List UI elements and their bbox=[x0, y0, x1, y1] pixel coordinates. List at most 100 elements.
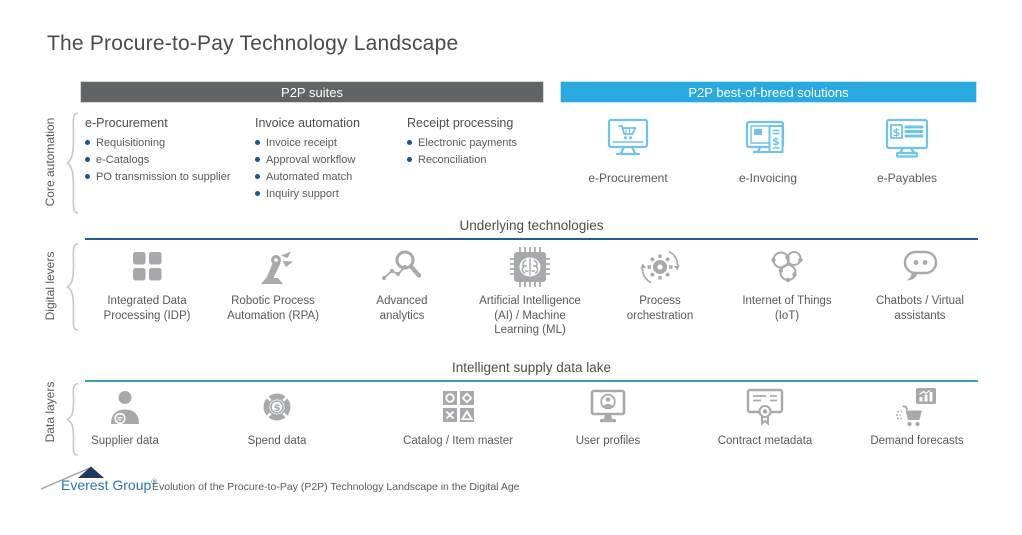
bullet-dot-icon bbox=[85, 174, 90, 179]
bullet-label: Inquiry support bbox=[266, 188, 339, 200]
certificate-icon bbox=[695, 386, 835, 428]
donut-dollar-icon: $ bbox=[207, 386, 347, 428]
brace-digital-levers-icon bbox=[66, 243, 79, 331]
data-item-user-profiles: User profiles bbox=[538, 386, 678, 449]
brand-text: Everest Group bbox=[61, 477, 152, 493]
data-item-label: Demand forecasts bbox=[870, 435, 964, 447]
svg-text:$: $ bbox=[772, 135, 780, 148]
underlying-technologies-heading: Underlying technologies bbox=[459, 218, 604, 233]
suite-column-receipt-processing: Receipt processing Electronic payments R… bbox=[407, 116, 542, 171]
technologies-rule bbox=[85, 238, 978, 240]
suite-column-invoice-automation: Invoice automation Invoice receipt Appro… bbox=[255, 116, 405, 205]
brand-name: Everest Group® bbox=[61, 477, 157, 493]
data-lake-heading: Intelligent supply data lake bbox=[451, 360, 612, 375]
tech-item-idp: Integrated Data Processing (IDP) bbox=[83, 246, 211, 323]
bullet-label: PO transmission to supplier bbox=[96, 171, 231, 183]
bob-item-label: e-Payables bbox=[876, 171, 938, 185]
robot-arm-icon bbox=[209, 246, 337, 288]
monitor-payment-icon: $ bbox=[847, 114, 967, 164]
tech-item-label: Chatbots / Virtual assistants bbox=[875, 295, 964, 322]
side-label-digital-levers: Digital levers bbox=[43, 251, 57, 321]
bullet-item: Inquiry support bbox=[255, 188, 405, 200]
bullet-dot-icon bbox=[85, 157, 90, 162]
svg-text:$: $ bbox=[893, 126, 901, 139]
bob-item-einvoicing: $ e-Invoicing bbox=[708, 114, 828, 185]
symbol-grid-icon bbox=[388, 386, 528, 428]
bullet-dot-icon bbox=[255, 191, 260, 196]
bullet-label: Reconciliation bbox=[418, 154, 487, 166]
data-lake-rule bbox=[85, 380, 978, 382]
data-item-supplier-data: Supplier data bbox=[55, 386, 195, 449]
bullet-item: Invoice receipt bbox=[255, 137, 405, 149]
bullet-label: Requisitioning bbox=[96, 137, 166, 149]
monitor-invoice-icon: $ bbox=[708, 114, 828, 164]
monitor-user-icon bbox=[538, 386, 678, 428]
tech-item-process-orchestration: Process orchestration bbox=[596, 246, 724, 323]
tech-item-label: Process orchestration bbox=[626, 295, 694, 322]
data-item-label: Spend data bbox=[247, 435, 307, 447]
column-heading: e-Procurement bbox=[85, 116, 168, 130]
chip-brain-icon bbox=[466, 246, 594, 288]
column-heading: Receipt processing bbox=[407, 116, 514, 130]
bullet-label: Electronic payments bbox=[418, 137, 518, 149]
tech-item-label: Artificial Intelligence (AI) / Machine L… bbox=[479, 295, 581, 337]
data-item-label: Contract metadata bbox=[717, 435, 813, 447]
cart-forecast-icon bbox=[847, 386, 987, 428]
tech-item-chatbots: Chatbots / Virtual assistants bbox=[856, 246, 984, 323]
bullet-label: e-Catalogs bbox=[96, 154, 150, 166]
footer-caption: Evolution of the Procure-to-Pay (P2P) Te… bbox=[152, 481, 520, 493]
bullet-item: Reconciliation bbox=[407, 154, 542, 166]
bob-item-label: e-Invoicing bbox=[738, 171, 798, 185]
data-item-label: Supplier data bbox=[91, 435, 159, 447]
bullet-item: Approval workflow bbox=[255, 154, 405, 166]
bullet-dot-icon bbox=[407, 140, 412, 145]
bullet-label: Approval workflow bbox=[266, 154, 356, 166]
tech-item-ai-ml: Artificial Intelligence (AI) / Machine L… bbox=[466, 246, 594, 338]
bullet-dot-icon bbox=[407, 157, 412, 162]
bullet-item: Automated match bbox=[255, 171, 405, 183]
tech-item-advanced-analytics: Advanced analytics bbox=[338, 246, 466, 323]
column-heading: Invoice automation bbox=[255, 116, 360, 130]
bullet-dot-icon bbox=[85, 140, 90, 145]
data-item-spend-data: $ Spend data bbox=[207, 386, 347, 449]
grid-squares-icon bbox=[83, 246, 211, 288]
brace-data-layers-icon bbox=[66, 383, 79, 456]
p2p-suites-header-bar: P2P suites bbox=[80, 81, 544, 103]
bob-item-label: e-Procurement bbox=[588, 171, 668, 185]
bullet-item: PO transmission to supplier bbox=[85, 171, 250, 183]
page-title: The Procure-to-Pay Technology Landscape bbox=[47, 32, 459, 55]
bullet-dot-icon bbox=[255, 140, 260, 145]
bullet-dot-icon bbox=[255, 157, 260, 162]
tech-item-label: Robotic Process Automation (RPA) bbox=[227, 295, 319, 322]
data-item-label: User profiles bbox=[575, 435, 641, 447]
tech-item-label: Advanced analytics bbox=[376, 295, 428, 322]
side-label-core-automation: Core automation bbox=[43, 117, 57, 207]
chatbot-icon bbox=[856, 246, 984, 288]
bullet-label: Automated match bbox=[266, 171, 353, 183]
suite-column-eprocurement: e-Procurement Requisitioning e-Catalogs … bbox=[85, 116, 250, 188]
tech-item-iot: Internet of Things (IoT) bbox=[723, 246, 851, 323]
everest-group-logo-icon bbox=[40, 466, 104, 490]
magnifier-chart-icon bbox=[338, 246, 466, 288]
p2p-best-of-breed-header-bar: P2P best-of-breed solutions bbox=[560, 81, 977, 103]
data-item-label: Catalog / Item master bbox=[403, 435, 513, 447]
data-item-contract-metadata: Contract metadata bbox=[695, 386, 835, 449]
bullet-dot-icon bbox=[255, 174, 260, 179]
brace-core-automation-icon bbox=[66, 112, 79, 214]
bob-item-eprocurement: e-Procurement bbox=[568, 114, 688, 185]
monitor-shopping-cart-icon bbox=[568, 114, 688, 164]
bullet-item: Electronic payments bbox=[407, 137, 542, 149]
bob-item-epayables: $ e-Payables bbox=[847, 114, 967, 185]
tech-item-rpa: Robotic Process Automation (RPA) bbox=[209, 246, 337, 323]
registered-mark: ® bbox=[151, 477, 158, 487]
bullet-label: Invoice receipt bbox=[266, 137, 337, 149]
bullet-item: Requisitioning bbox=[85, 137, 250, 149]
gear-cycle-icon bbox=[596, 246, 724, 288]
data-item-demand-forecasts: Demand forecasts bbox=[847, 386, 987, 449]
person-badge-icon bbox=[55, 386, 195, 428]
svg-text:$: $ bbox=[274, 403, 281, 414]
tech-item-label: Internet of Things (IoT) bbox=[742, 295, 832, 322]
connected-nodes-icon bbox=[723, 246, 851, 288]
tech-item-label: Integrated Data Processing (IDP) bbox=[103, 295, 191, 322]
